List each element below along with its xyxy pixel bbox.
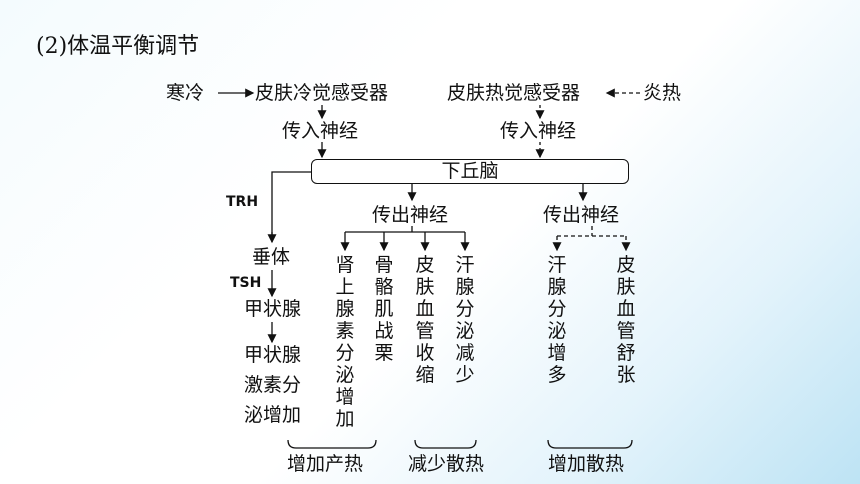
page-title: (2)体温平衡调节 bbox=[36, 34, 200, 59]
cold-afferent-nerve: 传入神经 bbox=[282, 120, 359, 142]
efferent-nerve-left: 传出神经 bbox=[372, 204, 449, 226]
thyroid-hormone-line1: 甲状腺 bbox=[244, 344, 302, 366]
trh-label: TRH bbox=[226, 194, 259, 210]
effect-shivering: 骨骼肌战栗 bbox=[374, 254, 394, 364]
effect-sweat-increase: 汗腺分泌增多 bbox=[547, 254, 567, 386]
heat-afferent-nerve: 传入神经 bbox=[500, 120, 577, 142]
group-increase-loss: 增加散热 bbox=[548, 453, 625, 475]
bracket-increase-production bbox=[287, 439, 377, 449]
thyroid-hormone-line2: 激素分 bbox=[244, 374, 302, 396]
tsh-label: TSH bbox=[230, 275, 262, 291]
cold-receptor: 皮肤冷觉感受器 bbox=[255, 82, 389, 104]
thyroid: 甲状腺 bbox=[244, 298, 302, 320]
hypothalamus-box: 下丘脑 bbox=[311, 159, 629, 184]
group-reduce-loss: 减少散热 bbox=[408, 453, 485, 475]
efferent-nerve-right: 传出神经 bbox=[543, 204, 620, 226]
bracket-reduce-loss bbox=[414, 439, 477, 449]
effect-vasoconstriction: 皮肤血管收缩 bbox=[415, 254, 435, 386]
heat-receptor: 皮肤热觉感受器 bbox=[447, 82, 581, 104]
pituitary: 垂体 bbox=[252, 246, 291, 268]
cold-stimulus: 寒冷 bbox=[166, 82, 205, 104]
effect-adrenaline: 肾上腺素分泌增加 bbox=[335, 254, 355, 430]
heat-stimulus: 炎热 bbox=[643, 82, 682, 104]
effect-sweat-decrease: 汗腺分泌减少 bbox=[455, 254, 475, 386]
effect-vasodilation: 皮肤血管舒张 bbox=[616, 254, 636, 386]
line-trh bbox=[271, 171, 311, 240]
group-increase-production: 增加产热 bbox=[287, 453, 364, 475]
bracket-increase-loss bbox=[547, 439, 633, 449]
thyroid-hormone-line3: 泌增加 bbox=[244, 404, 302, 426]
